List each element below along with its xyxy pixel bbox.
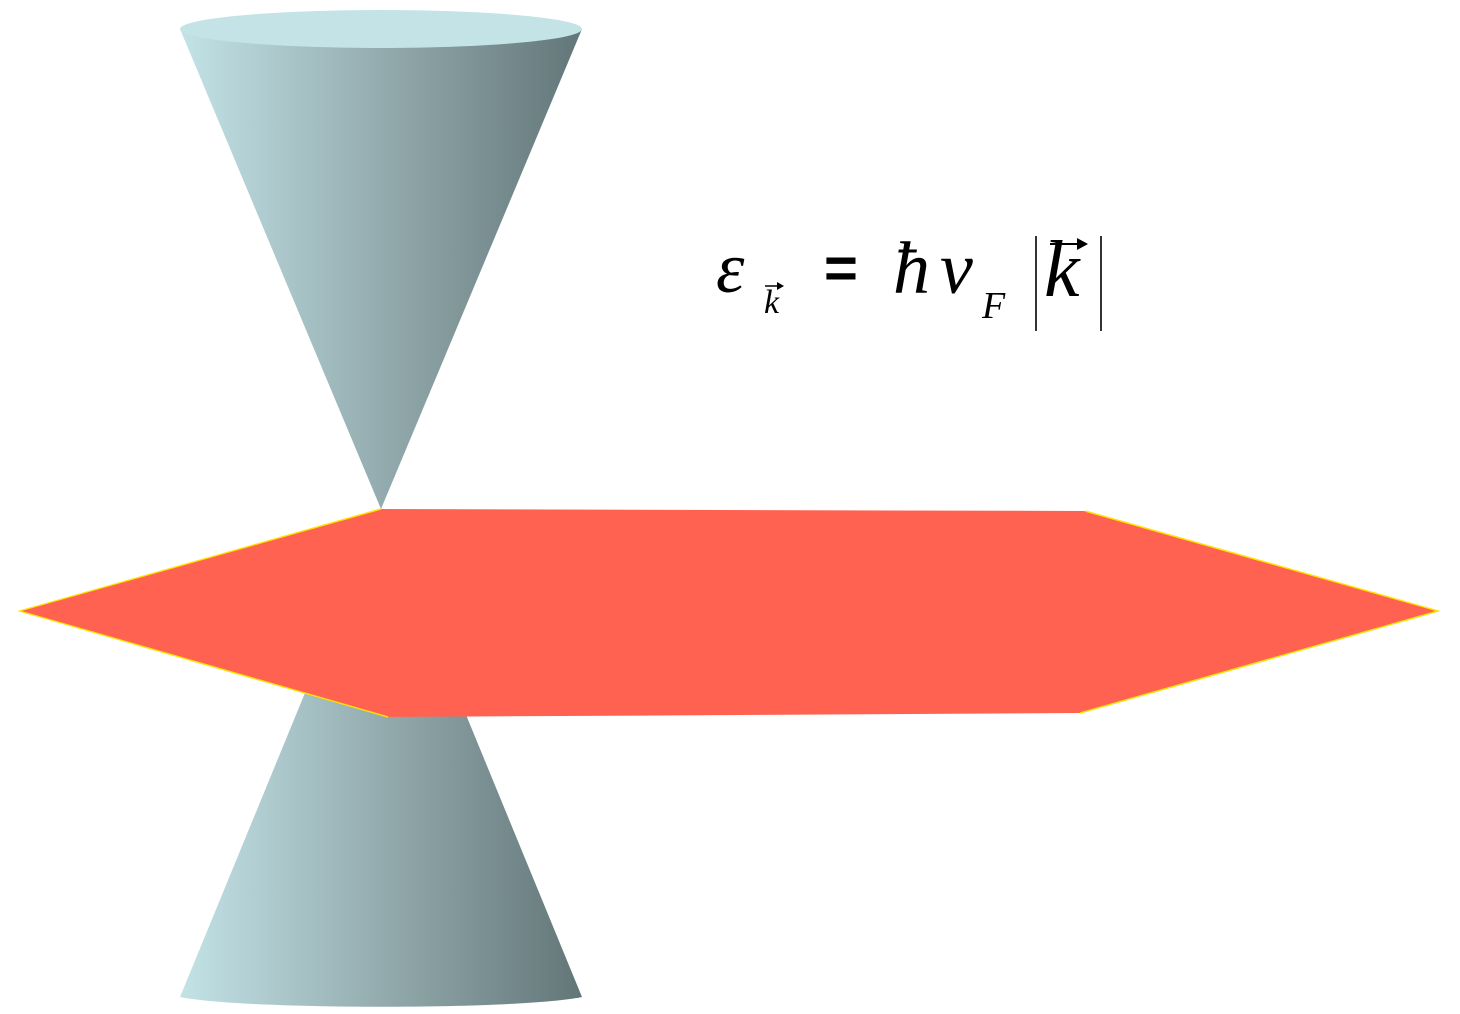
- equation-argument-k: k: [1044, 226, 1080, 314]
- upper-cone-body: [180, 29, 582, 509]
- equation-velocity: v: [940, 228, 973, 310]
- upper-cone-top-ellipse: [180, 10, 582, 48]
- lower-cone-body: [180, 508, 582, 1007]
- fermi-plane-fill-top: [22, 510, 1435, 716]
- upper-cone: [180, 10, 582, 509]
- subscript-vector-arrow: [765, 282, 784, 290]
- argument-vector-arrow: [1050, 238, 1088, 250]
- equation-equals: =: [824, 236, 858, 301]
- equation-velocity-subscript-f: F: [982, 285, 1006, 327]
- equation-epsilon: ε: [716, 228, 745, 308]
- lower-cone: [180, 508, 582, 1007]
- equation-epsilon-subscript-k: k: [764, 284, 780, 321]
- fermi-plane-left-edge: [17, 508, 389, 718]
- equation-hbar: ħ: [893, 228, 930, 310]
- fermi-plane-right-edge: [1079, 510, 1441, 714]
